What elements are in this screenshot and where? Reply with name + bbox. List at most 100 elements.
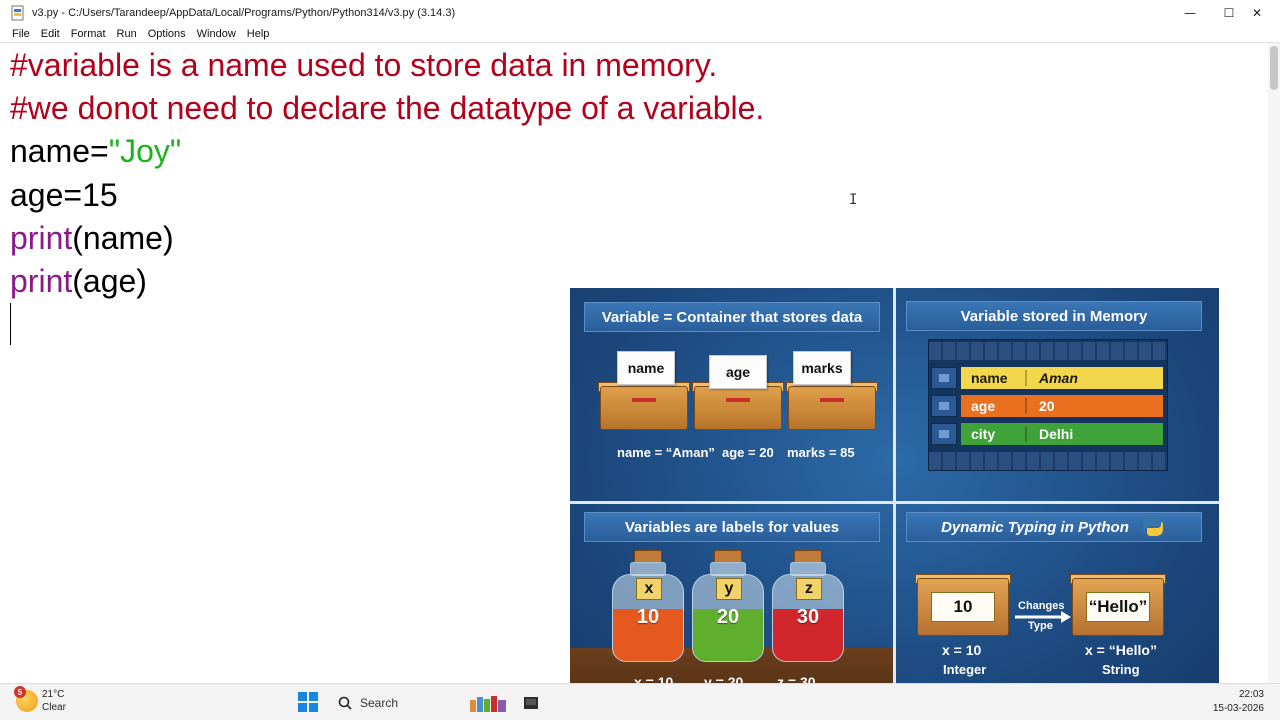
panel4-title: Dynamic Typing in Python bbox=[906, 512, 1202, 542]
card-age: age bbox=[709, 355, 767, 389]
caption-age: age = 20 bbox=[722, 445, 774, 460]
memory-row-city: city Delhi bbox=[929, 421, 1167, 447]
code-line-2[interactable]: #we donot need to declare the datatype o… bbox=[10, 86, 764, 130]
menu-window[interactable]: Window bbox=[196, 28, 236, 40]
after-type: String bbox=[1102, 662, 1140, 677]
crate-after: “Hello” bbox=[1070, 572, 1166, 636]
taskbar-search[interactable]: Search bbox=[330, 690, 480, 716]
ibeam-cursor-icon: I bbox=[849, 192, 858, 208]
search-label: Search bbox=[360, 696, 399, 710]
builtin-keyword: print bbox=[10, 220, 73, 256]
comment-text: #variable is a name used to store data i… bbox=[10, 47, 718, 83]
sun-icon: 5 bbox=[14, 686, 38, 712]
memory-key: name bbox=[961, 370, 1027, 386]
crate-before-value: 10 bbox=[931, 592, 995, 622]
memory-value: Delhi bbox=[1039, 426, 1074, 442]
memory-chip-icon bbox=[931, 423, 957, 445]
jar-x: x 10 bbox=[612, 550, 684, 662]
vertical-scrollbar[interactable] bbox=[1268, 43, 1280, 683]
menu-bar: File Edit Format Run Options Window Help bbox=[0, 26, 1280, 42]
text-caret bbox=[10, 303, 11, 345]
weather-condition: Clear bbox=[42, 702, 66, 713]
after-caption: x = “Hello” bbox=[1085, 642, 1157, 658]
code-text: name= bbox=[10, 133, 109, 169]
memory-strip-bottom bbox=[929, 452, 1167, 470]
menu-divider bbox=[0, 42, 1280, 43]
clock-date: 15-03-2026 bbox=[1212, 703, 1264, 714]
jar-label: x bbox=[636, 578, 662, 600]
memory-row-age: age 20 bbox=[929, 393, 1167, 419]
panel4-title-text: Dynamic Typing in Python bbox=[941, 518, 1129, 536]
memory-chip-icon bbox=[931, 367, 957, 389]
menu-file[interactable]: File bbox=[12, 28, 30, 40]
menu-edit[interactable]: Edit bbox=[40, 28, 60, 40]
crate-name bbox=[598, 372, 690, 430]
memory-frame: name Aman age 20 city Delhi bbox=[928, 339, 1168, 471]
string-literal: "Joy" bbox=[108, 133, 182, 169]
jar-value: 10 bbox=[636, 606, 660, 628]
python-logo-icon bbox=[1142, 518, 1163, 536]
caption-name: name = “Aman” bbox=[617, 445, 715, 460]
search-icon bbox=[338, 696, 352, 710]
code-text: (name) bbox=[72, 220, 174, 256]
maximize-button[interactable]: ☐ bbox=[1223, 6, 1235, 20]
memory-row-name: name Aman bbox=[929, 365, 1167, 391]
builtin-keyword: print bbox=[10, 263, 73, 299]
variables-infographic: Variable = Container that stores data na… bbox=[570, 288, 1219, 720]
weather-temperature: 21°C bbox=[42, 689, 65, 700]
code-line-4[interactable]: age=15 bbox=[10, 173, 118, 217]
card-name: name bbox=[617, 351, 675, 385]
crate-after-value: “Hello” bbox=[1086, 592, 1150, 622]
jar-y: y 20 bbox=[692, 550, 764, 662]
memory-chip-icon bbox=[931, 395, 957, 417]
jar-value: 20 bbox=[716, 606, 740, 628]
menu-format[interactable]: Format bbox=[70, 28, 106, 40]
scrollbar-thumb[interactable] bbox=[1270, 46, 1278, 90]
code-line-6[interactable]: print(age) bbox=[10, 259, 147, 303]
memory-key: city bbox=[961, 426, 1027, 442]
code-text: (age) bbox=[72, 263, 147, 299]
memory-cell: city Delhi bbox=[961, 423, 1163, 445]
jar-label: y bbox=[716, 578, 742, 600]
panel-divider-horizontal bbox=[570, 501, 1219, 504]
comment-text: #we donot need to declare the datatype o… bbox=[10, 90, 765, 126]
python-file-icon bbox=[11, 5, 24, 21]
menu-options[interactable]: Options bbox=[147, 28, 186, 40]
weather-badge: 5 bbox=[14, 686, 26, 698]
arrow-label-top: Changes bbox=[1018, 600, 1065, 612]
menu-help[interactable]: Help bbox=[246, 28, 270, 40]
before-caption: x = 10 bbox=[942, 642, 982, 658]
code-line-1[interactable]: #variable is a name used to store data i… bbox=[10, 43, 717, 87]
taskbar: 5 21°C Clear Search 22:03 15-03-2026 bbox=[0, 683, 1280, 720]
menu-run[interactable]: Run bbox=[116, 28, 137, 40]
taskbar-app-icon[interactable] bbox=[522, 694, 540, 712]
memory-key: age bbox=[961, 398, 1027, 414]
close-button[interactable]: ✕ bbox=[1251, 6, 1263, 20]
memory-cell: age 20 bbox=[961, 395, 1163, 417]
right-arrow-icon bbox=[1015, 611, 1071, 623]
title-bar: v3.py - C:/Users/Tarandeep/AppData/Local… bbox=[0, 0, 1280, 26]
taskbar-books-icon[interactable] bbox=[468, 694, 510, 712]
memory-value: 20 bbox=[1039, 398, 1055, 414]
arrow-label-bottom: Type bbox=[1028, 620, 1053, 632]
code-text: age=15 bbox=[10, 177, 118, 213]
weather-widget[interactable]: 5 21°C Clear bbox=[14, 686, 66, 714]
panel-divider-vertical bbox=[893, 288, 896, 720]
before-type: Integer bbox=[943, 662, 987, 677]
panel3-title: Variables are labels for values bbox=[584, 512, 880, 542]
system-clock[interactable]: 22:03 15-03-2026 bbox=[1213, 688, 1264, 716]
memory-cell: name Aman bbox=[961, 367, 1163, 389]
code-line-5[interactable]: print(name) bbox=[10, 216, 174, 260]
jar-value: 30 bbox=[796, 606, 820, 628]
memory-value: Aman bbox=[1039, 370, 1078, 386]
card-marks: marks bbox=[793, 351, 851, 385]
panel2-title: Variable stored in Memory bbox=[906, 301, 1202, 331]
clock-time: 22:03 bbox=[1238, 689, 1264, 700]
memory-strip-top bbox=[929, 342, 1167, 360]
windows-start-icon[interactable] bbox=[298, 692, 318, 712]
jar-label: z bbox=[796, 578, 822, 600]
minimize-button[interactable]: — bbox=[1184, 6, 1196, 20]
crate-marks bbox=[786, 372, 878, 430]
code-line-3[interactable]: name="Joy" bbox=[10, 129, 181, 173]
jar-z: z 30 bbox=[772, 550, 844, 662]
